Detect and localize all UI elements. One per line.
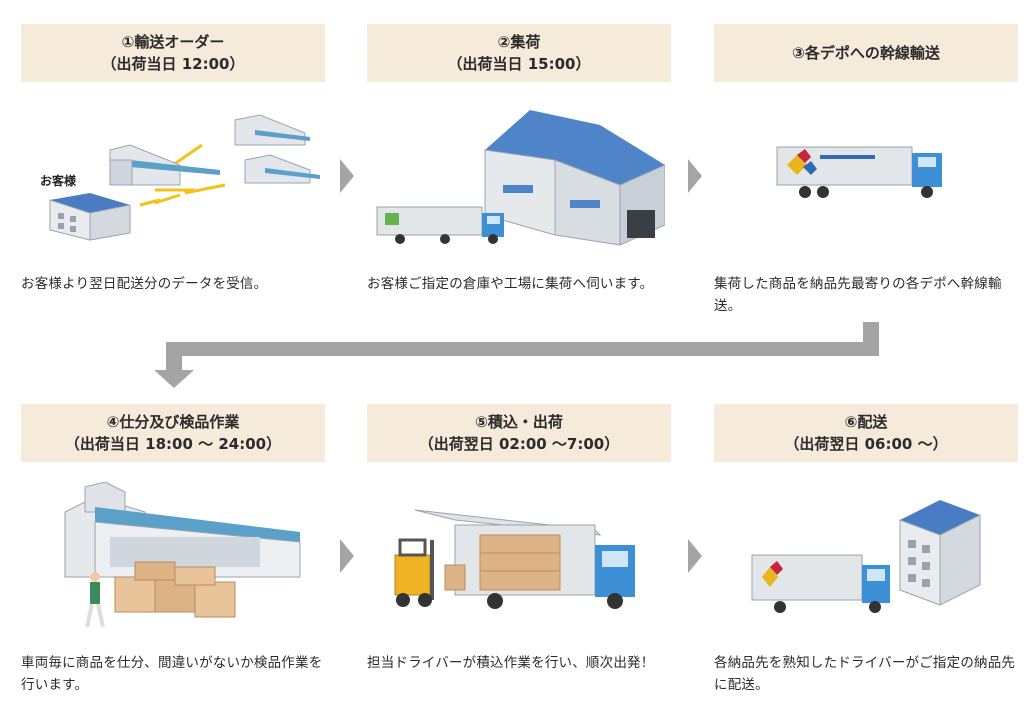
arrow-right-icon: [688, 539, 702, 573]
step-5-time: （出荷翌日 02:00 ～7:00）: [418, 435, 620, 453]
arrow-right-icon: [340, 539, 354, 573]
step-2-title: ②集荷: [497, 33, 541, 51]
warehouse-truck-icon: [375, 105, 665, 250]
step-1-time: （出荷当日 12:00）: [101, 55, 245, 73]
step-2-description: お客様ご指定の倉庫や工場に集荷へ伺います。: [367, 276, 654, 292]
step-1-description: お客様より翌日配送分のデータを受信。: [21, 276, 268, 292]
step-3-description: 集荷した商品を納品先最寄りの各デポへ幹線輸送。: [714, 276, 1002, 314]
step-5-title: ⑤積込・出荷: [475, 413, 563, 431]
customer-label: お客様: [40, 174, 77, 188]
step-4-header: ④仕分及び検品作業 （出荷当日 18:00 ～ 24:00）: [21, 404, 325, 462]
step-6-header: ⑥配送 （出荷翌日 06:00 ～）: [714, 404, 1018, 462]
delivery-building-icon: [750, 495, 985, 620]
step-4-time: （出荷当日 18:00 ～ 24:00）: [64, 435, 282, 453]
step-2-header: ②集荷 （出荷当日 15:00）: [367, 24, 671, 82]
step-3-title: ③各デポへの幹線輸送: [792, 44, 940, 62]
arrow-right-icon: [340, 159, 354, 193]
connector-arrow-icon: [150, 322, 890, 396]
step-4-description: 車両毎に商品を仕分、間違いがないか検品作業を行います。: [21, 655, 323, 693]
step-6-title: ⑥配送: [844, 413, 888, 431]
step-3-header: ③各デポへの幹線輸送: [714, 24, 1018, 82]
step-6-description: 各納品先を熟知したドライバーがご指定の納品先に配送。: [714, 655, 1016, 693]
step-4-title: ④仕分及び検品作業: [106, 413, 240, 431]
step-2-time: （出荷当日 15:00）: [447, 55, 591, 73]
sorting-center-icon: [55, 482, 305, 632]
forklift-truck-icon: [385, 505, 640, 615]
step-6-time: （出荷翌日 06:00 ～）: [784, 435, 948, 453]
step-5-description: 担当ドライバーが積込作業を行い、順次出発！: [367, 655, 655, 671]
step-1-header: ①輸送オーダー （出荷当日 12:00）: [21, 24, 325, 82]
warehouse-network-icon: [30, 105, 320, 245]
step-1-title: ①輸送オーダー: [121, 33, 225, 51]
step-5-header: ⑤積込・出荷 （出荷翌日 02:00 ～7:00）: [367, 404, 671, 462]
arrow-right-icon: [688, 159, 702, 193]
truck-icon: [775, 145, 950, 205]
